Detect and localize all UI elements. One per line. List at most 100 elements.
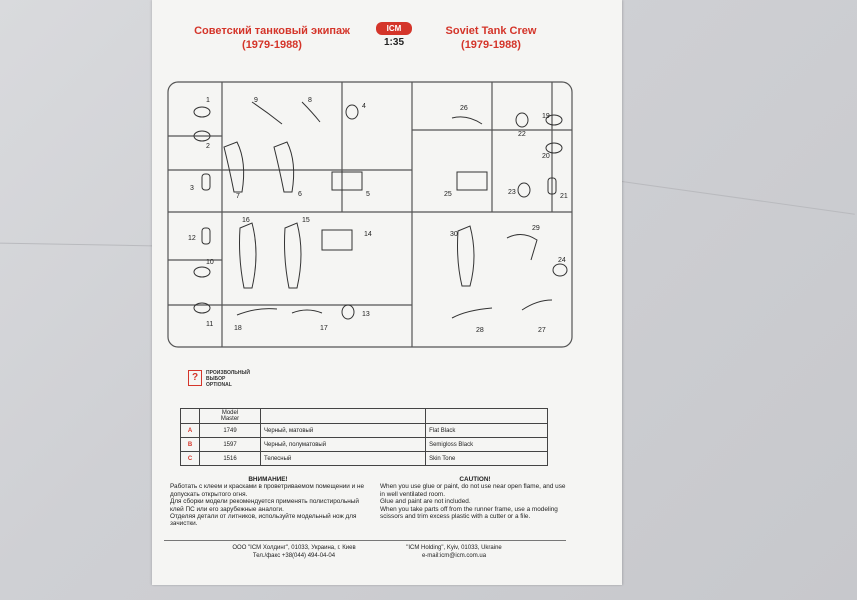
warning-english: CAUTION! When you use glue or paint, do …	[380, 476, 570, 520]
part-label-2: 2	[206, 143, 210, 150]
part-label-8: 8	[308, 97, 312, 104]
part-leg-16	[239, 222, 257, 289]
paint-name-ru: Черный, матовый	[259, 423, 427, 438]
table-row: C 1516 Телесный Skin Tone	[180, 451, 548, 466]
part-label-23: 23	[508, 189, 516, 196]
title-russian: Советский танковый экипаж (1979-1988)	[182, 24, 362, 52]
footer-english: "ICM Holding", Kyiv, 01033, Ukraine e-ma…	[364, 544, 544, 560]
header-en	[425, 408, 548, 424]
part-label-19: 19	[542, 113, 550, 120]
part-hand-1	[193, 106, 211, 118]
paint-name-en: Flat Black	[425, 423, 548, 438]
part-head-4	[345, 104, 359, 120]
icm-logo: ICM 1:35	[370, 22, 418, 54]
part-label-26: 26	[460, 105, 468, 112]
part-label-15: 15	[302, 217, 310, 224]
part-label-16: 16	[242, 217, 250, 224]
part-torso-14	[321, 229, 353, 251]
part-label-28: 28	[476, 327, 484, 334]
header-model: Model	[221, 410, 239, 416]
background-edge-left	[0, 242, 152, 247]
table-row: B 1597 Черный, полуматовый Semigloss Bla…	[180, 437, 548, 452]
background-edge-right	[621, 181, 855, 215]
part-hand-20	[545, 142, 563, 154]
part-hand-11	[193, 302, 211, 314]
header-model-master: Model Master	[199, 408, 261, 424]
optional-text: ПРОИЗВОЛЬНЫЙ ВЫБОР OPTIONAL	[206, 370, 276, 388]
paint-number: 1749	[199, 423, 261, 438]
paint-name-ru: Телесный	[259, 451, 427, 466]
footer-divider	[164, 540, 566, 541]
part-3	[201, 173, 211, 191]
part-label-30: 30	[450, 231, 458, 238]
optional-line1: ПРОИЗВОЛЬНЫЙ	[206, 370, 250, 376]
part-12	[201, 227, 211, 245]
part-21	[547, 177, 557, 195]
part-label-17: 17	[320, 325, 328, 332]
part-arm-27	[521, 299, 553, 311]
paint-code: B	[180, 437, 200, 452]
part-label-22: 22	[518, 131, 526, 138]
paint-table: Model Master A 1749 Черный, матовый Flat…	[180, 408, 548, 466]
paint-name-en: Semigloss Black	[425, 437, 548, 452]
part-label-27: 27	[538, 327, 546, 334]
part-arm-8	[301, 101, 321, 123]
part-label-29: 29	[532, 225, 540, 232]
warning-en-p2: Glue and paint are not included.	[380, 498, 471, 506]
warning-ru-p1: Работать с клеем и красками в проветрива…	[170, 483, 365, 498]
paint-code: A	[180, 423, 200, 438]
part-label-1: 1	[206, 97, 210, 104]
paint-name-ru: Черный, полуматовый	[259, 437, 427, 452]
footer-en-email: e-mail:icm@icm.com.ua	[421, 553, 487, 559]
part-label-14: 14	[364, 231, 372, 238]
title-en-line2: (1979-1988)	[461, 39, 521, 51]
paint-number: 1597	[199, 437, 261, 452]
part-label-6: 6	[298, 191, 302, 198]
table-row: A 1749 Черный, матовый Flat Black	[180, 423, 548, 438]
part-label-9: 9	[254, 97, 258, 104]
part-hand-10	[193, 266, 211, 278]
part-head-24	[552, 263, 568, 277]
part-torso-5	[331, 171, 363, 191]
part-head-13	[341, 304, 355, 320]
warning-en-p3: When you take parts off from the runner …	[380, 505, 558, 521]
warning-en-title: CAUTION!	[459, 476, 491, 483]
part-hand-2	[193, 130, 211, 142]
part-leg-29	[506, 234, 538, 261]
part-label-10: 10	[206, 259, 214, 266]
header-master: Master	[220, 416, 240, 422]
header-code	[180, 408, 200, 424]
part-arm-28	[451, 307, 493, 319]
part-leg-30	[457, 225, 475, 287]
part-label-20: 20	[542, 153, 550, 160]
title-en-line1: Soviet Tank Crew	[445, 25, 537, 37]
header-ru	[259, 408, 427, 424]
part-leg-7	[223, 141, 245, 193]
part-label-13: 13	[362, 311, 370, 318]
logo-mark: ICM	[376, 22, 412, 35]
part-torso-25	[456, 171, 488, 191]
footer-ru-address: ООО "ICM Холдинг", 01033, Украина, г. Ки…	[232, 545, 356, 551]
part-label-18: 18	[234, 325, 242, 332]
part-hand-19	[545, 114, 563, 126]
part-arm-9	[251, 101, 283, 125]
paint-table-header: Model Master	[180, 408, 548, 424]
paint-name-en: Skin Tone	[425, 451, 548, 466]
part-arm-18	[236, 308, 278, 316]
part-label-25: 25	[444, 191, 452, 198]
warning-ru-p3: Отделяя детали от литников, используйте …	[170, 513, 357, 528]
part-label-3: 3	[190, 185, 194, 192]
optional-line3: OPTIONAL	[206, 382, 232, 388]
part-leg-15	[284, 222, 302, 289]
paint-number: 1516	[199, 451, 261, 466]
title-ru-line2: (1979-1988)	[242, 39, 302, 51]
instruction-sheet: Советский танковый экипаж (1979-1988) IC…	[152, 0, 622, 585]
sprue-frame	[167, 81, 573, 348]
part-arm-26	[451, 116, 483, 125]
scale-label: 1:35	[383, 37, 404, 48]
footer-russian: ООО "ICM Холдинг", 01033, Украина, г. Ки…	[204, 544, 384, 560]
part-arm-17	[291, 309, 323, 314]
part-label-12: 12	[188, 235, 196, 242]
part-leg-6	[273, 141, 295, 193]
part-label-4: 4	[362, 103, 366, 110]
